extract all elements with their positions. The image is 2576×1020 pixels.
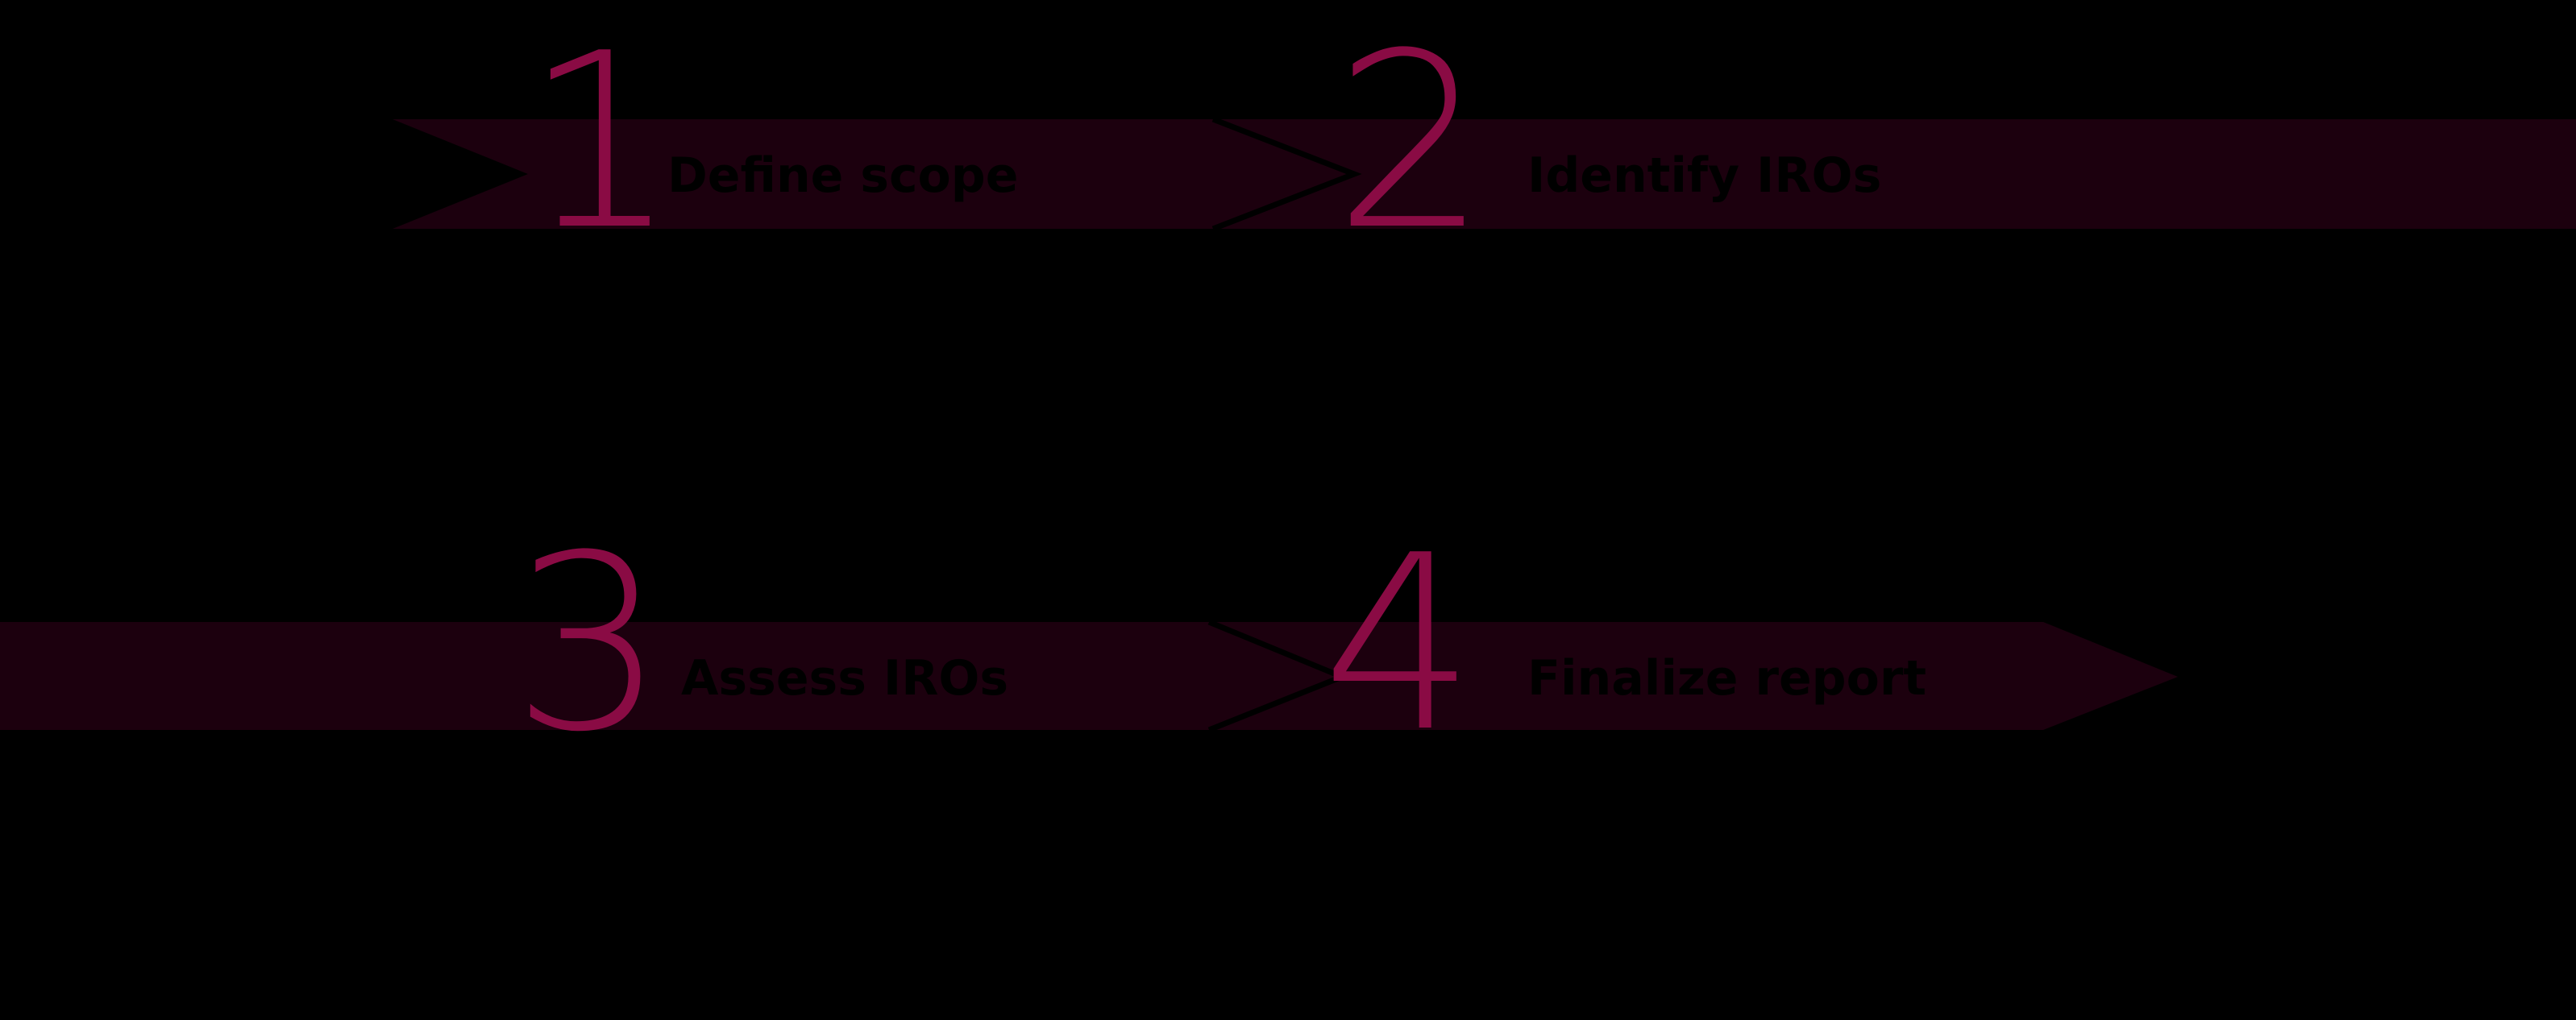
step-number: 2 — [1334, 2, 1488, 283]
step-1: 1 Define scope — [524, 2, 1018, 283]
step-2: 2 Identify IROs — [1334, 2, 1881, 283]
step-4: 4 Finalize report — [1322, 504, 1926, 785]
step-3: 3 Assess IROs — [512, 504, 1008, 785]
step-label: Assess IROs — [681, 650, 1008, 707]
chevron-separator-1-2 — [1211, 116, 1362, 232]
process-band-top — [393, 119, 2576, 229]
step-number: 4 — [1322, 504, 1476, 785]
chevron-separator-3-4 — [1207, 619, 1350, 733]
process-band-bottom — [0, 622, 2178, 730]
step-number: 1 — [524, 2, 678, 283]
step-label: Identify IROs — [1527, 147, 1881, 204]
step-label: Define scope — [667, 147, 1018, 204]
step-number: 3 — [512, 504, 666, 785]
step-label: Finalize report — [1527, 650, 1926, 707]
